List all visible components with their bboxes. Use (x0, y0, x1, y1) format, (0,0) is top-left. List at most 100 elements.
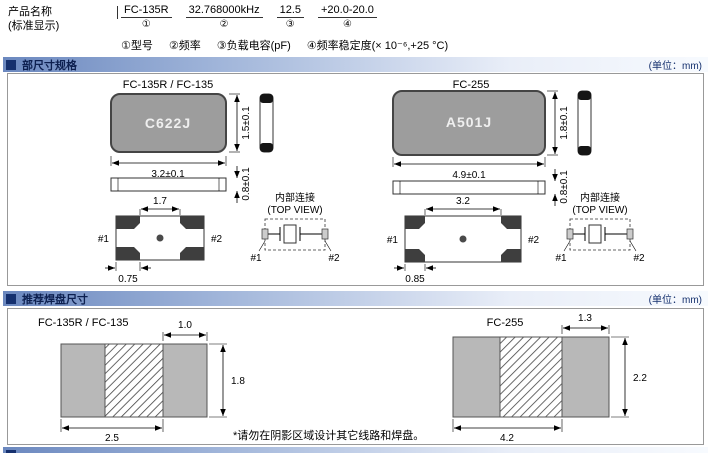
section-bar-land-pattern: 推荐焊盘尺寸 (单位：mm) (3, 291, 708, 306)
product-name-sub: (标准显示) (8, 20, 60, 32)
product-name-block: 产品名称 (标准显示) (8, 5, 59, 33)
fc255-land-pad-height-label: 2.2 (633, 373, 647, 384)
crystal-symbol (283, 224, 297, 244)
field-load-capacitance: 12.5 ③ (276, 4, 304, 30)
fc255-body-height-label: 1.8±0.1 (559, 106, 570, 140)
fc255-height-dimension: 1.8±0.1 (547, 90, 570, 156)
field-separator-line (117, 6, 118, 19)
product-name-label: 产品名称 (8, 6, 52, 18)
section-bullet-icon (6, 59, 16, 70)
fc135-side-view: 0.8±0.1 (110, 166, 252, 203)
fc135-package-top-view: C622J (110, 93, 227, 153)
section-bullet-icon (6, 449, 16, 453)
fc135-package-body (110, 93, 227, 153)
field-frequency: 32.768000kHz ② (185, 4, 263, 30)
fc255-internal-pin1-label: #1 (555, 253, 567, 264)
fc135-land-pitch-label: 2.5 (105, 433, 119, 444)
fc255-pin2-label: #2 (528, 235, 540, 246)
fc255-internal-subtitle: (TOP VIEW) (572, 205, 627, 216)
frequency-value: 32.768000kHz (185, 4, 263, 18)
fc135-right-pad (162, 343, 208, 418)
fc255-internal-pin2-label: #2 (633, 253, 645, 264)
fc255-land-pad-width-label: 1.3 (578, 313, 592, 324)
fc255-left-pad (452, 336, 501, 418)
field-legend: ①型号 ②频率 ③负载电容(pF) ④频率稳定度(× 10⁻⁶,+25 °C) (121, 37, 448, 53)
fc255-width-dimension: 4.9±0.1 (392, 157, 546, 181)
fc135-thickness-label: 0.8±0.1 (241, 167, 252, 201)
fc255-center-mark (459, 235, 467, 243)
fc255-internal-title: 内部连接 (580, 191, 620, 204)
fc255-land-title: FC-255 (487, 317, 524, 329)
land-pattern-drawing: FC-135R / FC-135 1.0 1.8 2.5 FC-255 (38, 313, 647, 444)
fc135-land-pad-height-label: 1.8 (231, 376, 245, 387)
stability-marker: ④ (342, 19, 352, 30)
fc135-internal-title: 内部连接 (275, 191, 315, 204)
model-marker: ① (141, 19, 151, 30)
fc135-end-view (259, 93, 274, 153)
fc135-pin1-label: #1 (98, 234, 110, 245)
legend-load-capacitance: ③负载电容(pF) (216, 40, 291, 52)
fc255-land-pitch-label: 4.2 (500, 433, 514, 444)
fc135-left-pad (60, 343, 106, 418)
fc255-title: FC-255 (453, 79, 490, 91)
field-stability: +20.0-20.0 ④ (318, 4, 377, 30)
fc255-marking: A501J (446, 114, 492, 130)
fc255-body-width-label: 4.9±0.1 (452, 170, 486, 181)
fc135-pad-width-label: 0.75 (118, 274, 138, 285)
frequency-marker: ② (219, 19, 229, 30)
fc135-keepout-area (104, 343, 164, 418)
dimensions-section-title: 部尺寸规格 (22, 59, 77, 72)
legend-frequency: ②频率 (168, 40, 201, 52)
fc135-body-width-label: 3.2±0.1 (151, 169, 185, 180)
keepout-note: *请勿在阴影区域设计其它线路和焊盘。 (233, 428, 424, 442)
section-bullet-icon (6, 293, 16, 304)
fc135-land-pad-width-label: 1.0 (178, 320, 192, 331)
fc135-body-height-label: 1.5±0.1 (241, 106, 252, 140)
part-number-fields: FC-135R ① 32.768000kHz ② 12.5 ③ +20.0-20… (121, 4, 377, 30)
legend-stability: ④频率稳定度(× 10⁻⁶,+25 °C) (306, 40, 449, 52)
fc255-end-view (577, 90, 592, 156)
section-bar-next-partial (3, 447, 708, 453)
fc135-land-title: FC-135R / FC-135 (38, 317, 128, 329)
fc255-keepout-area (499, 336, 563, 418)
land-pattern-section-title: 推荐焊盘尺寸 (22, 293, 88, 306)
fc135-internal-pin1-label: #1 (250, 253, 262, 264)
fc135-title: FC-135R / FC-135 (123, 79, 213, 91)
fc135-center-mark (156, 234, 164, 242)
dimensions-drawing: FC-135R / FC-135 C622J 3.2±0.1 (98, 79, 645, 285)
fc255-drawing-set: FC-255 A501J 4.9±0.1 1.8±0.1 (387, 79, 645, 285)
fc255-side-view: 0.8±0.1 (392, 169, 570, 206)
fc135-internal-pin2-label: #2 (328, 253, 340, 264)
fc255-package-top-view: A501J (392, 90, 546, 156)
fc255-package-body (392, 90, 546, 156)
fc135-pin2-label: #2 (211, 234, 223, 245)
model-value: FC-135R (121, 4, 172, 18)
fc255-pin1-label: #1 (387, 235, 399, 246)
fc255-pad-gap-label: 3.2 (456, 196, 470, 207)
fc135-internal-connection: 内部连接 (TOP VIEW) #1 #2 (250, 191, 340, 264)
fc135-drawing-set: FC-135R / FC-135 C622J 3.2±0.1 (98, 79, 340, 285)
land-pattern-unit-label: (单位：mm) (648, 295, 702, 306)
legend-model: ①型号 (121, 40, 153, 52)
fc135-pad-gap-label: 1.7 (153, 196, 167, 207)
load-capacitance-value: 12.5 (276, 4, 304, 18)
fc255-pad-width-label: 0.85 (405, 274, 425, 285)
stability-value: +20.0-20.0 (318, 4, 377, 18)
fc135-marking: C622J (145, 115, 191, 131)
fc135-bottom-pad-view: 1.7 #1 #2 0.75 (98, 196, 223, 285)
fc255-bottom-pad-view: 3.2 #1 #2 0.85 (387, 196, 540, 285)
section-bar-dimensions: 部尺寸规格 (单位：mm) (3, 57, 708, 72)
field-model: FC-135R ① (121, 4, 172, 30)
load-capacitance-marker: ③ (285, 19, 295, 30)
fc135-internal-subtitle: (TOP VIEW) (267, 205, 322, 216)
fc135-width-dimension: 3.2±0.1 (110, 156, 227, 180)
fc255-right-pad (561, 336, 610, 418)
fc255-thickness-label: 0.8±0.1 (559, 170, 570, 204)
dimensions-unit-label: (单位：mm) (648, 61, 702, 72)
crystal-symbol (588, 224, 602, 244)
fc135-height-dimension: 1.5±0.1 (229, 93, 252, 153)
fc135-land-pattern: FC-135R / FC-135 1.0 1.8 2.5 (38, 317, 245, 444)
land-pattern-content-box: FC-135R / FC-135 1.0 1.8 2.5 FC-255 (7, 308, 704, 445)
dimensions-content-box: FC-135R / FC-135 C622J 3.2±0.1 (7, 73, 704, 286)
